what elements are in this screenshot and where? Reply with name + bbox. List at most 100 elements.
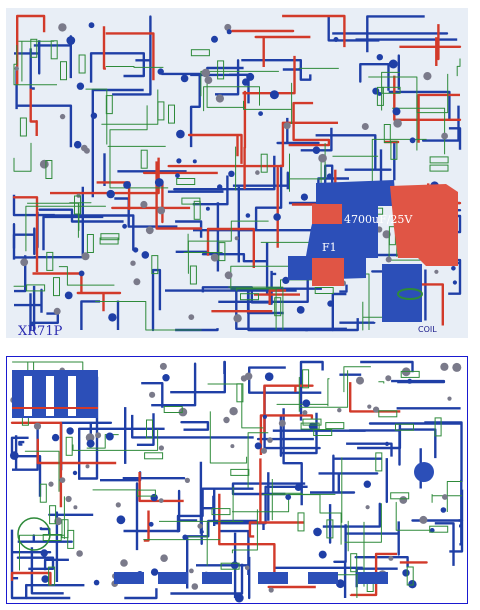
- pcb-trace: [43, 214, 135, 251]
- component-outline: [378, 410, 398, 418]
- pcb-trace: [151, 268, 162, 332]
- solder-pad: [282, 276, 290, 284]
- solder-pad: [59, 477, 66, 483]
- pcb-trace: [322, 502, 381, 528]
- component-outline: [151, 255, 159, 275]
- pcb-trace: [10, 421, 63, 508]
- solder-pad: [140, 200, 148, 209]
- component-outline: [260, 153, 268, 173]
- pcb-trace: [91, 88, 144, 198]
- solder-pad: [429, 528, 435, 533]
- solder-pad: [384, 441, 390, 446]
- solder-pad: [312, 146, 321, 154]
- pcb-trace: [360, 360, 414, 373]
- solder-pad: [106, 189, 115, 199]
- solder-pad: [246, 72, 255, 81]
- solder-pad: [217, 184, 223, 190]
- solder-pad: [132, 247, 139, 253]
- pcb-trace: [24, 450, 60, 492]
- solder-pad: [93, 579, 100, 586]
- component-outline: [236, 383, 244, 403]
- solder-pad: [95, 432, 102, 439]
- solder-pad: [157, 68, 164, 75]
- pcb-trace: [95, 301, 202, 331]
- solder-pad: [240, 375, 248, 382]
- solder-pad: [326, 173, 333, 179]
- edge-connector-pads: [114, 572, 388, 584]
- solder-pad: [86, 439, 95, 448]
- solder-pad: [41, 575, 49, 583]
- pcb-top-artwork: [6, 8, 468, 338]
- pcb-trace: [231, 509, 258, 554]
- component-outline: [325, 422, 345, 430]
- solder-pad: [285, 494, 292, 500]
- component-outline: [302, 369, 310, 389]
- solder-pad: [233, 314, 242, 323]
- component-outline: [53, 277, 60, 297]
- solder-pad: [105, 432, 114, 441]
- pcb-trace: [105, 32, 155, 81]
- solder-pad: [59, 113, 66, 120]
- component-outline: [42, 534, 62, 541]
- solder-pad: [452, 362, 462, 372]
- pcb-trace: [89, 52, 145, 83]
- component-outline: [19, 117, 27, 137]
- pcb-trace: [345, 521, 400, 556]
- solder-pad: [255, 170, 260, 175]
- pcb-trace: [31, 285, 36, 332]
- solder-pad: [447, 396, 452, 401]
- pcb-trace: [446, 481, 462, 512]
- component-outline: [300, 422, 320, 430]
- solder-pad: [158, 445, 164, 451]
- pcb-trace: [218, 272, 309, 303]
- solder-pad: [53, 307, 61, 315]
- solder-pad: [377, 91, 382, 96]
- solder-pad: [39, 159, 49, 169]
- component-outline: [157, 101, 165, 121]
- pcb-trace: [14, 255, 27, 293]
- pcb-trace: [43, 558, 69, 571]
- pcb-trace: [25, 205, 106, 252]
- solder-pad: [230, 444, 235, 449]
- fuse-label: F1: [322, 241, 337, 254]
- pcb-trace: [448, 127, 462, 150]
- solder-pad: [33, 422, 42, 430]
- solder-pad: [54, 517, 63, 526]
- pcb-trace: [456, 58, 461, 77]
- solder-pad: [224, 271, 233, 280]
- component-outline: [61, 519, 69, 539]
- solder-pad: [141, 251, 150, 259]
- coil-pad-blue: [382, 264, 422, 322]
- solder-pad: [20, 258, 29, 267]
- solder-pad: [242, 78, 250, 86]
- pcb-trace: [203, 86, 260, 112]
- solder-pad: [76, 82, 85, 90]
- solder-pad: [145, 226, 154, 235]
- component-outline: [350, 553, 358, 573]
- pcb-trace: [346, 442, 393, 457]
- pcb-trace: [388, 90, 451, 121]
- solder-pad: [122, 223, 127, 229]
- solder-pad: [81, 252, 90, 261]
- pcb-trace: [289, 143, 326, 192]
- solder-pad: [434, 269, 439, 274]
- component-outline: [46, 251, 54, 271]
- pcb-trace: [241, 59, 312, 81]
- solder-pad: [388, 555, 394, 561]
- component-outline: [193, 200, 201, 220]
- solder-pad: [184, 477, 190, 483]
- component-outline: [400, 370, 420, 378]
- solder-pad: [215, 94, 224, 103]
- pcb-trace: [78, 427, 165, 480]
- component-outline: [181, 197, 201, 205]
- solder-pad: [385, 256, 392, 263]
- solder-pad: [258, 111, 263, 116]
- pcb-trace: [318, 472, 379, 494]
- pcb-trace: [187, 522, 208, 566]
- solder-pad: [382, 230, 391, 239]
- solder-pad: [296, 306, 305, 314]
- solder-pad: [300, 193, 308, 201]
- pcb-trace: [391, 379, 446, 384]
- solder-pad: [318, 153, 327, 163]
- component-outline: [144, 452, 164, 460]
